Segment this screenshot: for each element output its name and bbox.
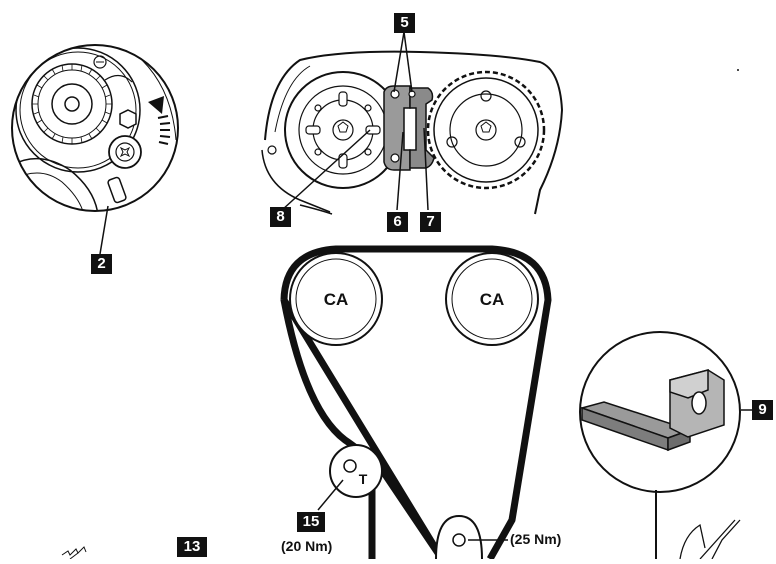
tensioner-pulley [317, 444, 383, 511]
leader-lines-cam [281, 31, 429, 211]
callout-13: 13 [177, 537, 207, 557]
idler-pulley [435, 514, 508, 560]
partial-component-13 [61, 546, 87, 560]
tensioner-label: T [359, 471, 368, 487]
partial-component-right [679, 519, 741, 560]
tensioner-torque-label: (20 Nm) [281, 538, 333, 554]
camshaft-sprockets-detail [261, 50, 564, 215]
left-camshaft-label: CA [324, 290, 349, 309]
callout-8: 8 [270, 207, 291, 227]
right-camshaft-label: CA [480, 290, 505, 309]
crank-inset-detail [11, 44, 179, 212]
callout-2: 2 [91, 254, 112, 274]
callout-5: 5 [394, 13, 415, 33]
idler-torque-label: (25 Nm) [510, 531, 562, 547]
locking-tool-inset [579, 331, 752, 559]
callout-7: 7 [420, 212, 441, 232]
callout-6: 6 [387, 212, 408, 232]
callout-15: 15 [297, 512, 325, 532]
leader-line-2 [99, 205, 109, 255]
left-camshaft-pulley [289, 252, 383, 346]
callout-9: 9 [752, 400, 773, 420]
right-camshaft-pulley [445, 252, 539, 346]
